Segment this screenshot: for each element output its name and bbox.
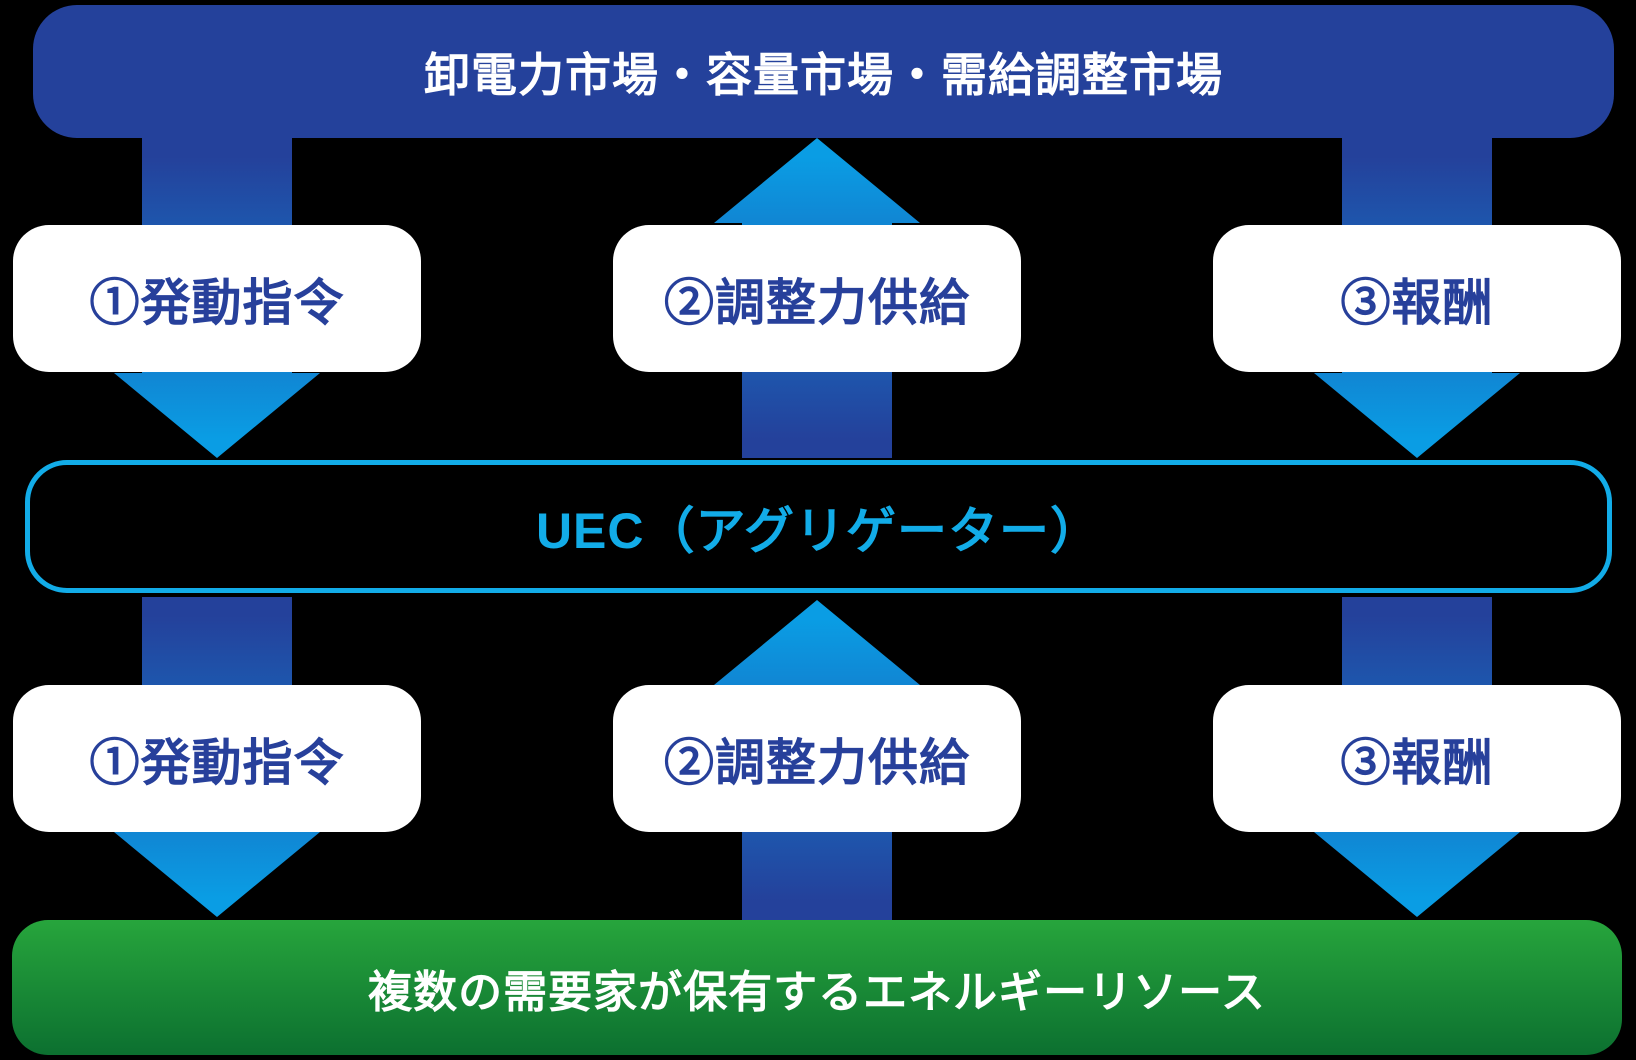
uec-aggregator-label: UEC（アグリゲーター）: [535, 502, 1102, 559]
upper-activation-box: ①発動指令: [13, 225, 421, 372]
lower-reward-label: ③報酬: [1340, 734, 1494, 791]
upper-activation-label: ①発動指令: [89, 274, 345, 331]
upper-reward-label: ③報酬: [1340, 274, 1494, 331]
lower-activation-box: ①発動指令: [13, 685, 421, 832]
upper-supply-label: ②調整力供給: [664, 274, 970, 331]
lower-activation-label: ①発動指令: [89, 734, 345, 791]
energy-resource-label: 複数の需要家が保有するエネルギーリソース: [368, 967, 1266, 1017]
energy-resource-bar: 複数の需要家が保有するエネルギーリソース: [12, 920, 1622, 1055]
uec-aggregator-bar: UEC（アグリゲーター）: [25, 460, 1612, 593]
lower-supply-box: ②調整力供給: [613, 685, 1021, 832]
market-bar-label: 卸電力市場・容量市場・需給調整市場: [424, 48, 1223, 101]
lower-supply-label: ②調整力供給: [664, 734, 970, 791]
market-bar: 卸電力市場・容量市場・需給調整市場: [33, 5, 1614, 138]
upper-supply-box: ②調整力供給: [613, 225, 1021, 372]
upper-reward-box: ③報酬: [1213, 225, 1621, 372]
lower-reward-box: ③報酬: [1213, 685, 1621, 832]
